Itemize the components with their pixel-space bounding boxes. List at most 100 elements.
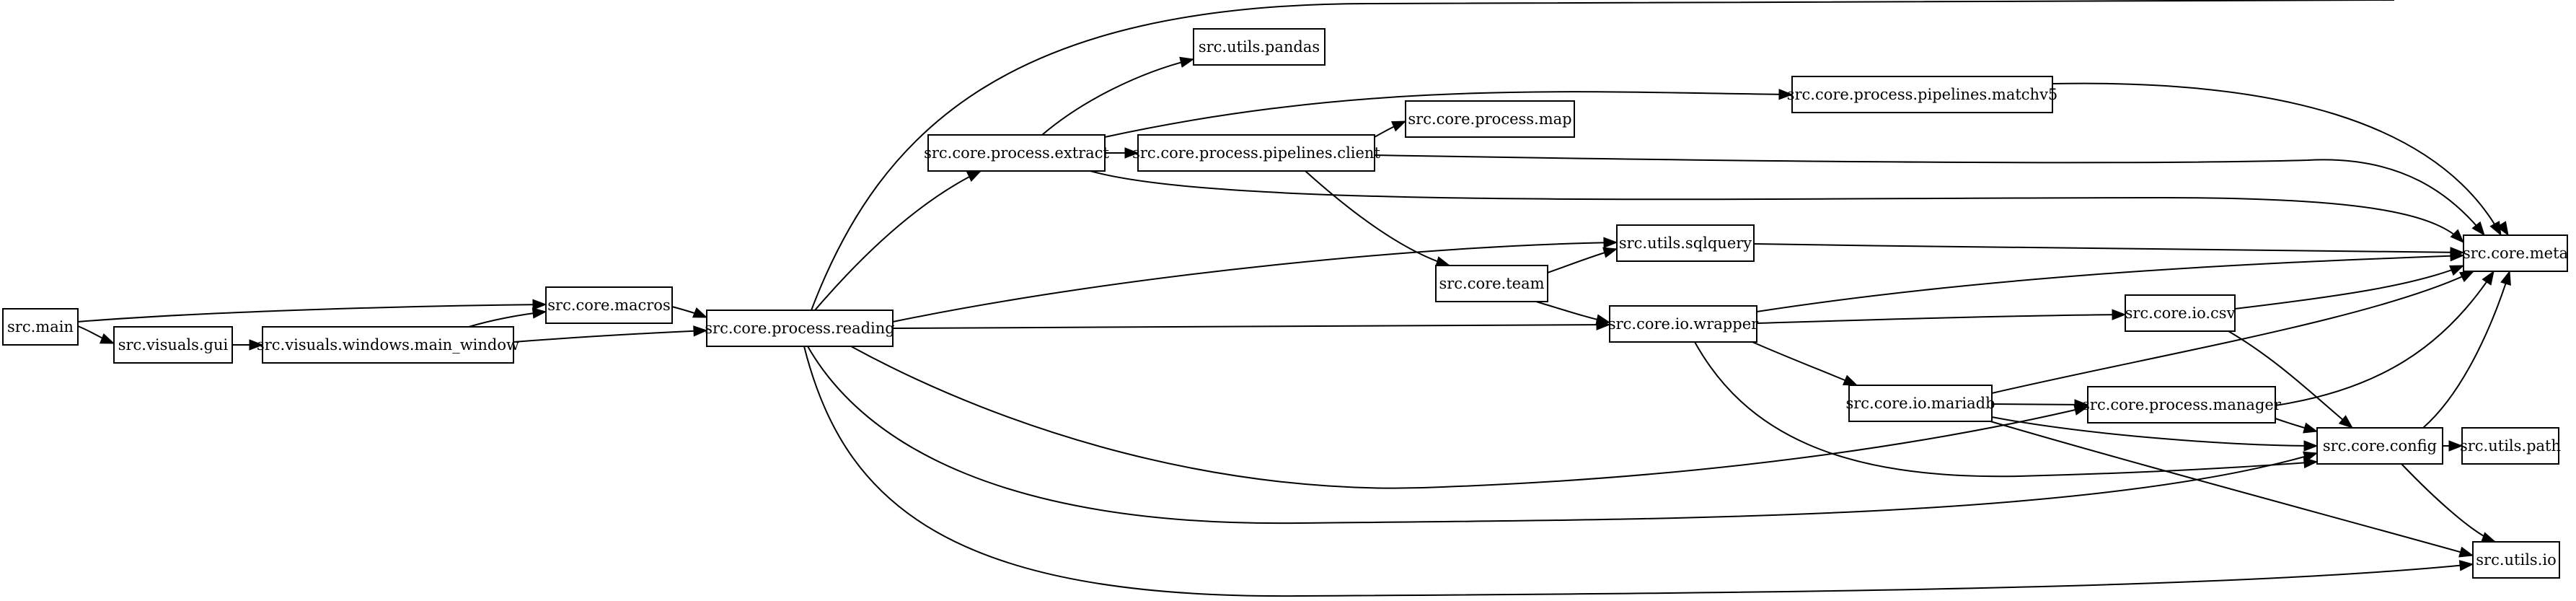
node-manager: src.core.process.manager [2082,386,2282,424]
node-label: src.visuals.windows.main_window [257,336,519,354]
node-box [1435,265,1548,302]
arrow-head-icon [2338,415,2354,429]
node-sqlquery: src.utils.sqlquery [1616,224,1755,262]
node-box [2463,234,2568,272]
node-label: src.core.process.extract [924,144,1109,162]
arrow-head-icon [2303,440,2319,452]
arrow-head-icon [1778,89,1794,100]
node-label: src.utils.sqlquery [1619,234,1752,252]
edge-line [77,304,547,323]
node-box [927,134,1106,172]
node-path: src.utils.path [2460,427,2561,465]
arrow-head-icon [99,333,115,344]
edge-line [2275,271,2495,406]
node-macros: src.core.macros [545,286,673,324]
node-main: src.main [2,308,79,346]
arrow-head-icon [2458,560,2474,571]
edge-line [1756,314,2126,324]
edge-mariadb-to-config [1991,416,2319,452]
arrow-head-icon [693,325,708,337]
node-label: src.core.team [1439,275,1544,292]
node-box [1405,100,1575,138]
edge-line [807,346,2318,525]
edges-layer [77,0,2511,597]
edge-macros-to-reading [671,306,708,318]
node-box [1137,134,1375,172]
node-label: src.core.process.reading [705,320,894,337]
edge-line [2228,330,2353,429]
node-label: src.core.process.manager [2082,396,2282,413]
edge-line [2401,463,2496,543]
arrow-head-icon [532,299,547,310]
arrow-head-icon [2450,229,2464,243]
arrow-head-icon [1603,237,1618,249]
node-box [2316,427,2443,465]
edge-config-to-path [2443,440,2463,452]
edge-reading-to-io [803,346,2474,597]
edge-gui-to-main_window [232,339,264,351]
arrow-head-icon [2482,270,2495,286]
node-box [1193,28,1326,66]
node-label: src.core.process.pipelines.matchv5 [1787,86,2058,103]
edge-manager-to-meta [2275,270,2495,406]
node-label: src.main [7,318,74,335]
edge-line [1991,403,2088,405]
arrow-head-icon [2303,422,2319,434]
arrow-head-icon [2458,271,2475,283]
edge-mariadb-to-io [1990,421,2474,558]
node-pandas: src.utils.pandas [1193,28,1326,66]
node-main_window: src.visuals.windows.main_window [257,326,519,364]
node-box [545,286,673,324]
edge-line [1756,255,2464,312]
node-box [1791,76,2053,113]
edge-config-to-meta [2422,270,2511,429]
edge-sqlquery-to-meta [1753,243,2465,258]
edge-line [1990,421,2474,556]
arrow-head-icon [2448,265,2465,276]
node-reading: src.core.process.reading [705,310,895,347]
edge-reading-to-config [807,346,2319,525]
edge-reading-to-extract [814,170,982,311]
node-client: src.core.process.pipelines.client [1132,134,1380,172]
arrow-head-icon [2450,250,2465,262]
edge-line [892,242,1618,323]
node-label: src.core.meta [2463,245,2568,262]
edge-line [2052,82,2502,236]
node-extract: src.core.process.extract [924,134,1109,172]
arrow-head-icon [966,170,982,182]
edge-line [1694,341,2318,478]
nodes-layer: src.main src.visuals.gui src.visuals.windo… [2,28,2568,579]
edge-line [850,346,2088,489]
edge-main-to-gui [77,325,115,344]
edge-manager-to-config [2275,418,2319,434]
edge-mariadb-to-manager [1991,399,2089,411]
node-mariadb: src.core.io.mariadb [1845,385,1995,422]
arrow-head-icon [2471,221,2485,237]
node-box [706,310,894,347]
node-config: src.core.config [2316,427,2443,465]
node-box [2461,427,2559,465]
arrow-head-icon [2489,221,2502,237]
edge-wrapper-to-csv [1756,309,2127,324]
node-label: src.core.config [2323,437,2437,455]
node-label: src.visuals.gui [118,336,229,354]
arrow-head-icon [2303,457,2319,469]
arrow-head-icon [1595,314,1611,325]
node-label: src.utils.path [2460,437,2561,455]
edge-line [1991,416,2318,447]
edge-line [513,330,707,343]
arrow-head-icon [2074,399,2089,411]
node-matchv5: src.core.process.pipelines.matchv5 [1787,76,2058,113]
edge-line [1041,58,1194,136]
arrow-head-icon [2496,221,2509,237]
edge-client-to-team [1305,170,1451,268]
edge-team-to-sqlquery [1547,247,1618,273]
node-gui: src.visuals.gui [113,326,233,364]
node-label: src.core.macros [547,297,670,314]
node-box [1616,224,1755,262]
arrow-head-icon [1179,56,1195,68]
arrow-head-icon [2112,309,2127,320]
edge-line [1374,154,2485,236]
edge-extract-to-meta [1090,170,2464,243]
